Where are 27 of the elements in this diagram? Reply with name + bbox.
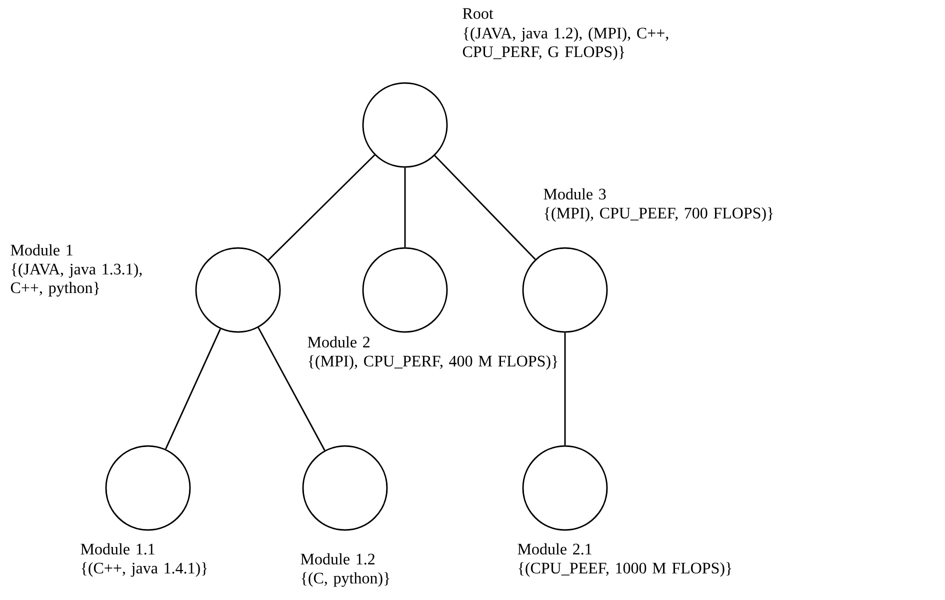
node-name: Module 1.2 — [300, 553, 374, 565]
tree-edge — [268, 154, 376, 260]
tree-edge — [434, 155, 536, 260]
tree-node — [105, 445, 191, 531]
node-name: Module 2 — [308, 336, 370, 348]
tree-node — [362, 82, 448, 168]
tree-edge — [404, 168, 406, 248]
node-attributes: {(C, python)} — [302, 572, 390, 587]
node-name: Module 1 — [10, 244, 72, 256]
node-attributes: {(MPI), CPU_PERF, 400 M FLOPS)} — [308, 355, 558, 370]
node-attributes: {(CPU_PEEF, 1000 M FLOPS)} — [518, 562, 732, 577]
tree-node — [195, 247, 281, 333]
tree-edge — [165, 328, 221, 450]
node-attributes: {(JAVA, java 1.3.1), C++, python} — [10, 263, 142, 296]
node-name: Root — [462, 8, 494, 19]
tree-node — [302, 445, 388, 531]
node-name: Module 2.1 — [518, 543, 592, 555]
node-attributes: {(JAVA, java 1.2), (MPI), C++, CPU_PERF, G FLOPS)} — [462, 27, 668, 60]
node-attributes: {(MPI), CPU_PEEF, 700 FLOPS)} — [544, 207, 773, 222]
tree-edge — [564, 332, 566, 446]
tree-node — [522, 247, 608, 333]
tree-node — [522, 445, 608, 531]
node-attributes: {(C++, java 1.4.1)} — [82, 562, 207, 577]
tree-edge — [258, 327, 326, 451]
node-name: Module 3 — [544, 188, 606, 200]
tree-node — [362, 247, 448, 333]
node-name: Module 1.1 — [80, 543, 154, 555]
